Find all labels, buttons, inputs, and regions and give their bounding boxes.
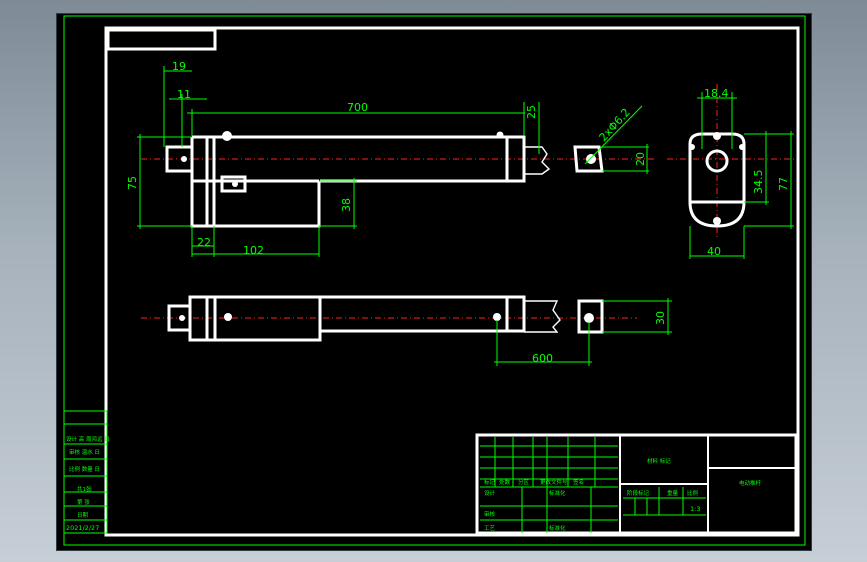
rear-clevis <box>165 145 194 173</box>
gear-dot <box>232 181 238 187</box>
front-pin <box>586 154 596 164</box>
left-info-table: 设计 高 周鸿远 日 审核 温水 日 比例 数量 日 共1张 第 张 日期 20… <box>63 410 110 534</box>
tb-stage: 阶段标记 <box>627 489 650 497</box>
dim-600: 600 <box>532 352 553 365</box>
inner-frame <box>104 26 800 537</box>
tb-scale: 1:3 <box>690 505 700 513</box>
dim-38: 38 <box>340 198 353 212</box>
tb-row-2: 标准化 <box>549 489 566 497</box>
outer-frame <box>63 15 806 546</box>
lug-right <box>496 131 504 139</box>
tube-end <box>505 135 526 183</box>
ext-front-pin <box>584 313 594 323</box>
ext-rear-pin <box>179 315 185 321</box>
dim-25: 25 <box>525 105 538 119</box>
drawing-sheet: 19 11 700 25 2xΦ6.2 20 75 38 22 <box>56 13 812 551</box>
end-lug-top <box>713 132 721 140</box>
ext-tube-end <box>505 295 526 333</box>
cad-drawing: 19 11 700 25 2xΦ6.2 20 75 38 22 <box>63 15 806 546</box>
tb-material: 材料 标记 <box>647 457 671 465</box>
dim-22: 22 <box>197 236 211 249</box>
left-row-6: 日期 <box>77 512 89 519</box>
tb-row-3: 审核 <box>484 510 496 518</box>
actuator-extended-view <box>141 295 637 342</box>
gearbox <box>220 175 247 193</box>
dim-700: 700 <box>347 101 368 114</box>
tb-row-5: 标准化 <box>549 524 566 532</box>
dim-34-5: 34.5 <box>752 170 765 195</box>
ext-lug <box>224 313 232 321</box>
dim-18-4: 18.4 <box>704 87 729 100</box>
dim-20: 20 <box>634 152 647 166</box>
ext-rear-clevis <box>167 304 192 332</box>
actuator-top-view <box>141 131 657 228</box>
left-row-date: 2021/2/27 <box>66 524 99 532</box>
rod-break <box>524 146 551 175</box>
dim-19: 19 <box>172 60 186 73</box>
left-row-1: 设计 高 周鸿远 日 <box>66 435 110 443</box>
end-lug-bottom <box>713 217 721 225</box>
tb-header-1: 标记 <box>484 478 496 486</box>
end-profile <box>688 132 746 228</box>
actuator-end-view <box>667 84 797 239</box>
dim-75: 75 <box>126 176 139 190</box>
end-view-dimensions: 18.4 34.5 77 40 <box>689 87 794 259</box>
dim-30: 30 <box>654 311 667 325</box>
dim-102: 102 <box>243 244 264 257</box>
tb-scale-label: 比例 <box>687 489 699 497</box>
dim-11: 11 <box>177 88 191 101</box>
left-row-3: 比例 数量 日 <box>69 465 100 473</box>
ext-tube <box>320 295 526 333</box>
tb-row-4: 工艺 <box>484 525 496 532</box>
title-block: 标记 处数 分区 更改文件号 签名 设计 标准化 审核 工艺 标准化 材料 标记… <box>475 433 798 535</box>
tb-header-2: 处数 <box>499 478 511 486</box>
extended-view-dimensions: 30 600 <box>494 298 672 366</box>
dim-77: 77 <box>777 177 790 191</box>
ext-lug-2 <box>493 313 501 321</box>
dim-40: 40 <box>707 245 721 258</box>
end-corner-r <box>739 144 745 150</box>
tb-header-3: 分区 <box>518 478 530 486</box>
tb-header-5: 签名 <box>573 478 584 486</box>
tb-title: 电动推杆 <box>739 479 762 487</box>
lug-left <box>222 131 232 141</box>
tb-weight: 重量 <box>667 489 679 497</box>
left-row-5: 第 张 <box>77 498 90 506</box>
tb-row-1: 设计 <box>484 489 496 497</box>
end-corner-l <box>689 144 695 150</box>
ext-rod <box>524 300 561 333</box>
left-row-4: 共1张 <box>77 485 92 493</box>
rear-pin <box>181 156 187 162</box>
corner-box <box>106 28 217 51</box>
tb-header-4: 更改文件号 <box>540 478 568 486</box>
end-bore <box>705 149 729 173</box>
dim-hole: 2xΦ6.2 <box>597 106 633 144</box>
left-row-2: 审核 温水 日 <box>69 448 100 456</box>
